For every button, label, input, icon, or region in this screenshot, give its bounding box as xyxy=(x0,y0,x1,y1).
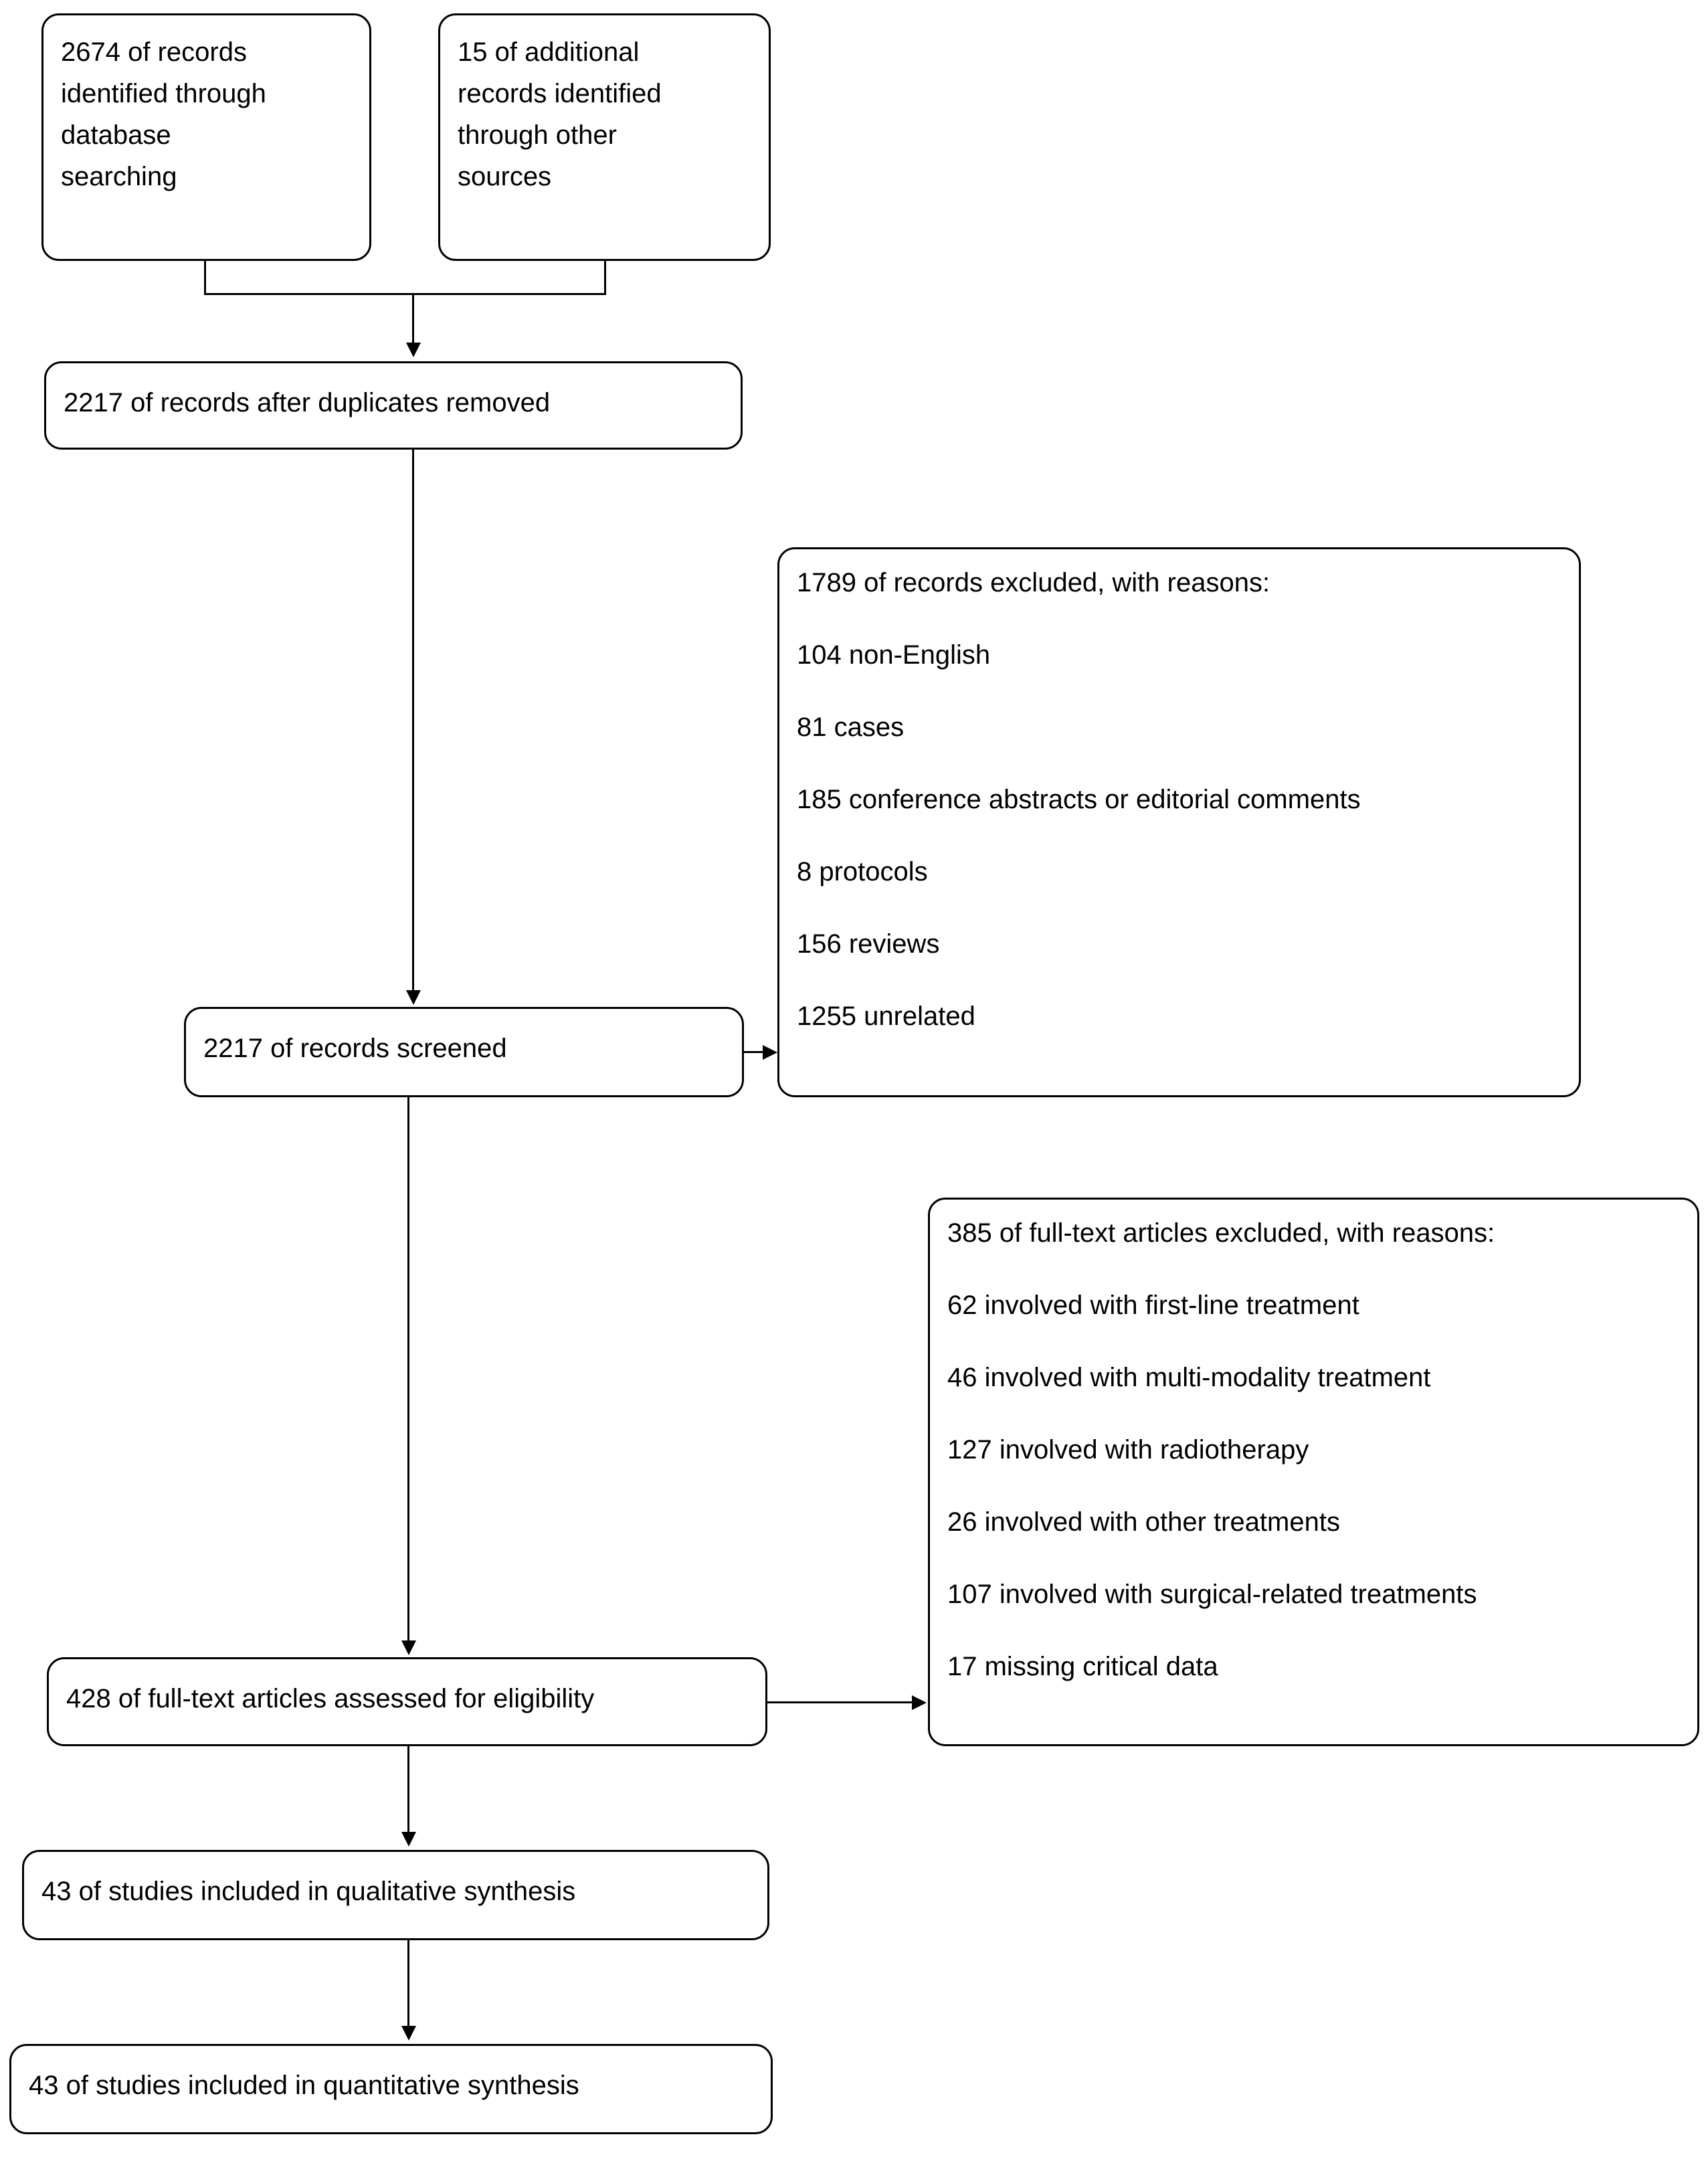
fulltext-excluded-reason-4: 26 involved with other treatments xyxy=(947,1507,1340,1537)
fulltext-excluded-reason-1: 62 involved with first-line treatment xyxy=(947,1291,1359,1320)
node-label-fulltext-assessed: 428 of full-text articles assessed for e… xyxy=(66,1684,595,1713)
records-excluded-reason-2: 81 cases xyxy=(797,713,905,742)
arrowhead-to-qualitative xyxy=(401,1832,416,1847)
node-records-identified-database: 2674 of records identified through datab… xyxy=(41,13,371,261)
arrowhead-to-screened xyxy=(406,990,421,1005)
node-label-records-identified-database: 2674 of records identified through datab… xyxy=(61,37,266,191)
records-excluded-header: 1789 of records excluded, with reasons: xyxy=(797,568,1270,597)
node-label-included-quantitative: 43 of studies included in quantitative s… xyxy=(29,2071,579,2100)
node-records-identified-other-sources: 15 of additional records identified thro… xyxy=(438,13,771,261)
node-records-excluded-screening: 1789 of records excluded, with reasons: … xyxy=(777,547,1581,1097)
arrowhead-to-excluded-screening xyxy=(763,1045,777,1060)
connector-merge-to-dedup xyxy=(412,293,414,345)
fulltext-excluded-reason-list: 385 of full-text articles excluded, with… xyxy=(930,1200,1697,1680)
connector-other-sources-down xyxy=(604,261,606,294)
node-fulltext-assessed: 428 of full-text articles assessed for e… xyxy=(47,1657,767,1746)
connector-eligibility-to-qualitative xyxy=(407,1746,409,1833)
connector-screened-to-eligibility xyxy=(407,1097,409,1643)
records-excluded-reason-5: 156 reviews xyxy=(797,929,940,959)
connector-screened-to-excluded xyxy=(744,1051,764,1053)
fulltext-excluded-reason-6: 17 missing critical data xyxy=(947,1652,1218,1681)
arrowhead-to-eligibility xyxy=(401,1640,416,1655)
arrowhead-to-excluded-fulltext xyxy=(912,1695,927,1710)
node-records-screened: 2217 of records screened xyxy=(184,1007,744,1097)
connector-qualitative-to-quantitative xyxy=(407,1940,409,2027)
fulltext-excluded-header: 385 of full-text articles excluded, with… xyxy=(947,1218,1495,1248)
node-label-records-after-duplicates: 2217 of records after duplicates removed xyxy=(64,388,551,417)
arrowhead-to-quantitative xyxy=(401,2026,416,2041)
records-excluded-reason-6: 1255 unrelated xyxy=(797,1002,975,1031)
fulltext-excluded-reason-3: 127 involved with radiotherapy xyxy=(947,1435,1309,1465)
records-excluded-reason-4: 8 protocols xyxy=(797,857,928,886)
node-included-quantitative: 43 of studies included in quantitative s… xyxy=(9,2044,773,2134)
connector-dedup-to-screened xyxy=(412,450,414,993)
fulltext-excluded-reason-2: 46 involved with multi-modality treatmen… xyxy=(947,1363,1431,1392)
node-records-after-duplicates: 2217 of records after duplicates removed xyxy=(44,361,743,450)
records-excluded-reason-list: 1789 of records excluded, with reasons: … xyxy=(779,549,1579,1030)
connector-eligibility-to-excluded xyxy=(767,1701,913,1703)
arrowhead-to-dedup xyxy=(406,343,421,357)
node-label-records-identified-other-sources: 15 of additional records identified thro… xyxy=(458,37,662,191)
records-excluded-reason-3: 185 conference abstracts or editorial co… xyxy=(797,785,1361,814)
node-label-records-screened: 2217 of records screened xyxy=(203,1034,507,1063)
node-label-included-qualitative: 43 of studies included in qualitative sy… xyxy=(41,1877,576,1906)
records-excluded-reason-1: 104 non-English xyxy=(797,640,991,670)
connector-merge-horizontal xyxy=(204,293,606,295)
connector-db-search-down xyxy=(204,261,206,294)
node-fulltext-excluded: 385 of full-text articles excluded, with… xyxy=(928,1198,1699,1746)
fulltext-excluded-reason-5: 107 involved with surgical-related treat… xyxy=(947,1580,1477,1609)
node-included-qualitative: 43 of studies included in qualitative sy… xyxy=(22,1850,769,1940)
